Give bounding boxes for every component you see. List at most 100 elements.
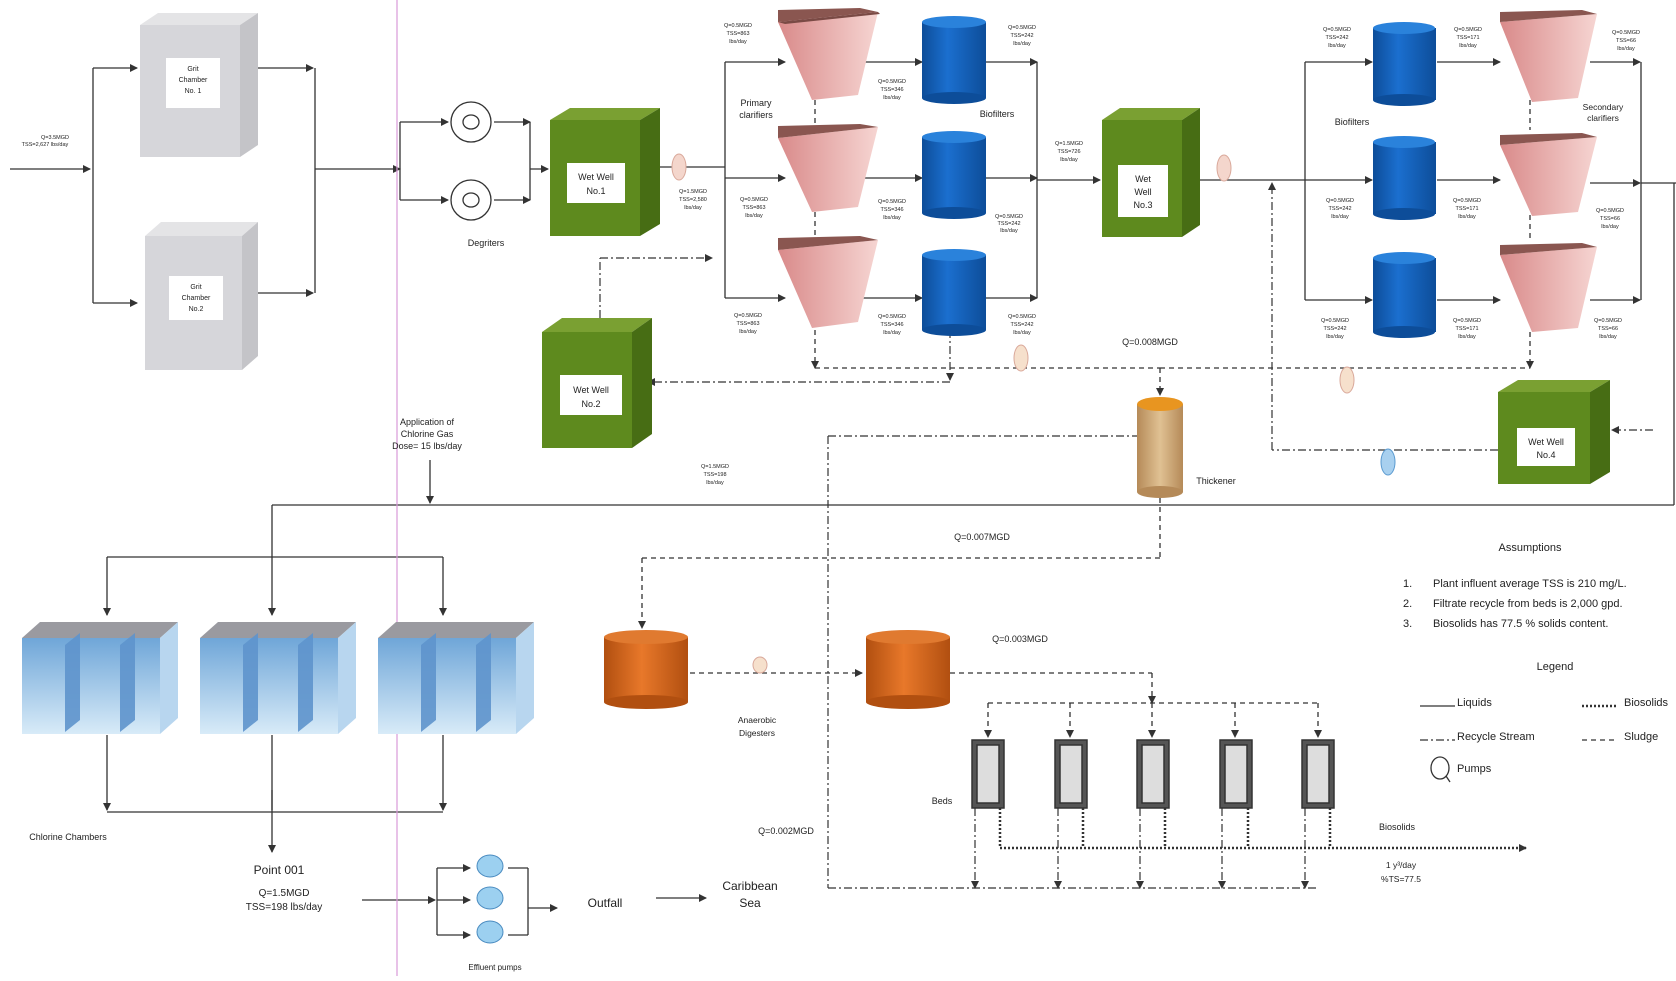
secondary-clarifier-3 — [1500, 243, 1597, 332]
secondary-clarifiers-label-1: Secondary — [1583, 102, 1624, 112]
sc-in-top-q: Q=0.5MGD — [1454, 27, 1482, 33]
bf-in-mid-q: Q=0.5MGD — [878, 199, 906, 205]
point001-q: Q=1.5MGD — [259, 888, 310, 899]
recycle-lines — [599, 182, 1653, 889]
primary-clarifiers-label-1: Primary — [741, 98, 772, 108]
bf2-in-top-unit: lbs/day — [1328, 43, 1346, 49]
biofilter-1-3 — [922, 249, 986, 336]
legend-pumps: Pumps — [1457, 763, 1492, 775]
secondary-clarifier-1 — [1500, 10, 1597, 102]
sc-out-mid-unit: lbs/day — [1601, 224, 1619, 230]
biofilters-label-2: Biofilters — [1335, 117, 1370, 127]
chlorine-chamber-3 — [378, 622, 534, 734]
wet-well-1: Wet Well No.1 — [550, 108, 660, 236]
caribbean-label-1: Caribbean — [722, 879, 777, 893]
grit-chamber-1-label-1: Grit — [187, 66, 198, 73]
primary-clarifier-2 — [778, 124, 878, 212]
legend-recycle: Recycle Stream — [1457, 731, 1535, 743]
sc-out-bot-q: Q=0.5MGD — [1594, 318, 1622, 324]
assumption-num-3: 3. — [1403, 618, 1412, 630]
bf-out-top-unit: lbs/day — [1013, 41, 1031, 47]
digester-2 — [866, 630, 950, 709]
beds-label: Beds — [932, 796, 953, 806]
legend-title: Legend — [1537, 661, 1574, 673]
biofilter-2-3 — [1373, 252, 1436, 338]
grit-chamber-2: Grit Chamber No.2 — [145, 222, 258, 370]
biosolids-out-ts: %TS=77.5 — [1381, 874, 1421, 884]
grit-chamber-1-label-2: Chamber — [179, 77, 208, 84]
wet-well-3-label-2: Well — [1134, 187, 1151, 197]
legend-biosolids: Biosolids — [1624, 697, 1669, 709]
biosolids-lines — [998, 808, 1527, 852]
main-flow-unit: lbs/day — [706, 480, 724, 486]
wet-well-3: Wet Well No.3 — [1102, 108, 1200, 237]
sc-out-bot-unit: lbs/day — [1599, 334, 1617, 340]
main-flow-tss: TSS=198 — [703, 472, 726, 478]
ww1-out-q: Q=1.5MGD — [679, 189, 707, 195]
bf-in-top-q: Q=0.5MGD — [878, 79, 906, 85]
point001-tss: TSS=198 lbs/day — [246, 902, 322, 913]
assumption-text-3: Biosolids has 77.5 % solids content. — [1433, 618, 1609, 630]
biofilter-1-2 — [922, 131, 986, 219]
biofilters-label-1: Biofilters — [980, 109, 1015, 119]
wet-well-1-label-2: No.1 — [586, 186, 605, 196]
pc-in-mid-unit: lbs/day — [745, 213, 763, 219]
main-flow-q: Q=1.5MGD — [701, 464, 729, 470]
influent-q: Q=3.5MGD — [41, 135, 69, 141]
bf2-in-top-tss: TSS=242 — [1325, 35, 1348, 41]
sc-in-mid-q: Q=0.5MGD — [1453, 198, 1481, 204]
pc-in-bot-q: Q=0.5MGD — [734, 313, 762, 319]
biosolids-out-qty: 1 y³/day — [1386, 860, 1417, 870]
biofilter-2-1 — [1373, 22, 1436, 106]
assumption-text-1: Plant influent average TSS is 210 mg/L. — [1433, 578, 1627, 590]
influent-tss: TSS=2,627 lbs/day — [22, 142, 69, 148]
thickener — [1137, 397, 1183, 498]
digesters-label-2: Digesters — [739, 728, 775, 738]
effluent-pumps-label: Effluent pumps — [468, 963, 521, 972]
grit-chamber-1-label-3: No. 1 — [185, 88, 202, 95]
legend-pump-icon — [1430, 756, 1451, 783]
wet-well-4-label-2: No.4 — [1536, 450, 1555, 460]
legend: Legend Liquids Biosolids Recycle Stream … — [1420, 661, 1669, 783]
bf-in-bot-q: Q=0.5MGD — [878, 314, 906, 320]
flow-labels: Q=1.5MGD TSS=2,580 lbs/day Q=0.5MGD TSS=… — [679, 23, 1640, 340]
sc-out-bot-tss: TSS=66 — [1598, 326, 1618, 332]
sc-in-mid-tss: TSS=171 — [1455, 206, 1478, 212]
wet-well-4-label-1: Wet Well — [1528, 437, 1564, 447]
assumptions-panel: Assumptions 1. Plant influent average TS… — [1403, 542, 1627, 630]
pc-in-top-unit: lbs/day — [729, 39, 747, 45]
bf-in-top-tss: TSS=346 — [880, 87, 903, 93]
wet-well-2-label-1: Wet Well — [573, 385, 609, 395]
digesters-label-1: Anaerobic — [738, 715, 777, 725]
bf-out-mid-unit: lbs/day — [1000, 228, 1018, 234]
sc-in-bot-unit: lbs/day — [1458, 334, 1476, 340]
bf-out-bot-unit: lbs/day — [1013, 330, 1031, 336]
sc-out-top-unit: lbs/day — [1617, 46, 1635, 52]
primary-clarifier-1 — [778, 8, 880, 100]
q-0003-label: Q=0.003MGD — [992, 634, 1048, 644]
sc-in-mid-unit: lbs/day — [1458, 214, 1476, 220]
bf-out-mid-q: Q=0.5MGD — [995, 214, 1023, 220]
biofilter-1-1 — [922, 16, 986, 104]
bf-out-mid-tss: TSS=242 — [997, 221, 1020, 227]
bf-in-mid-tss: TSS=346 — [880, 207, 903, 213]
wet-well-1-label-1: Wet Well — [578, 172, 614, 182]
bf-in-bot-unit: lbs/day — [883, 330, 901, 336]
chlorine-chamber-2 — [200, 622, 356, 734]
bf2-in-mid-unit: lbs/day — [1331, 214, 1349, 220]
bf2-in-mid-q: Q=0.5MGD — [1326, 198, 1354, 204]
sc-in-bot-tss: TSS=171 — [1455, 326, 1478, 332]
q-0007-label: Q=0.007MGD — [954, 532, 1010, 542]
sc-in-top-tss: TSS=171 — [1456, 35, 1479, 41]
wet-well-2: Wet Well No.2 — [542, 318, 652, 448]
caribbean-label-2: Sea — [739, 896, 761, 910]
pump-icons — [671, 153, 1396, 674]
wet-well-2-label-2: No.2 — [581, 399, 600, 409]
grit-chamber-2-label-3: No.2 — [189, 306, 204, 313]
bf2-in-bot-q: Q=0.5MGD — [1321, 318, 1349, 324]
sc-out-mid-tss: TSS=66 — [1600, 216, 1620, 222]
secondary-clarifiers-label-2: clarifiers — [1587, 113, 1619, 123]
assumption-num-1: 1. — [1403, 578, 1412, 590]
